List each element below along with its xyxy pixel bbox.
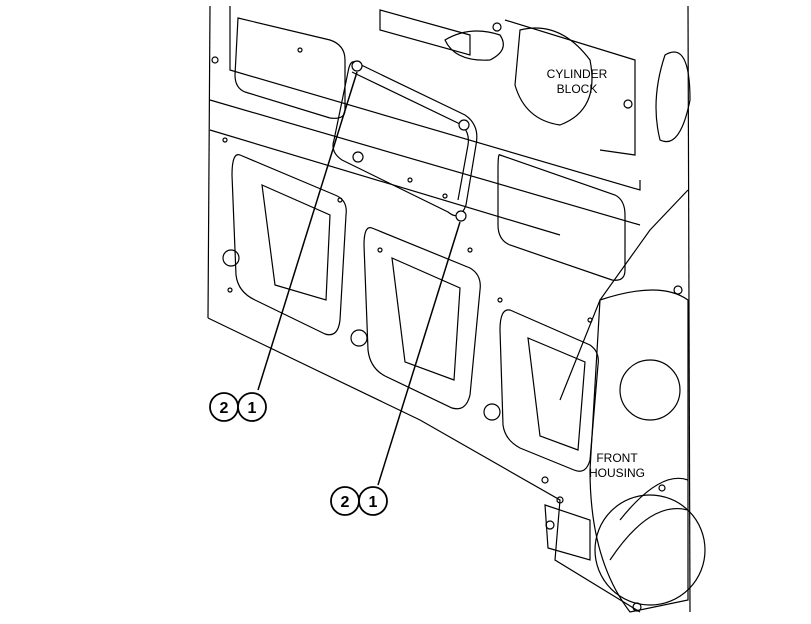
callout-lower: 2 1	[330, 486, 388, 516]
callout-number: 2	[220, 400, 229, 417]
upper-opening-2	[497, 153, 626, 281]
callout-bubble	[237, 392, 267, 422]
callout-number: 1	[248, 400, 257, 417]
block-bottom-edge	[207, 317, 641, 613]
cylinder-block-label-line2: BLOCK	[557, 82, 598, 96]
callout-bubble	[358, 486, 388, 516]
front-housing-label-line1: FRONT	[596, 451, 638, 465]
cylinder-block-label-line1: CYLINDER	[547, 67, 608, 81]
lower-bay-2	[363, 227, 481, 410]
block-left-edge	[207, 5, 211, 319]
cover-plate	[332, 61, 478, 217]
block-top-rail	[229, 6, 641, 191]
leader-line-upper	[257, 71, 358, 391]
cover-bolts	[351, 60, 470, 222]
callout-number: 2	[341, 494, 350, 511]
upper-opening-1	[234, 17, 346, 119]
callout-upper: 2 1	[209, 392, 267, 422]
front-housing-label-line2: HOUSING	[589, 466, 645, 480]
callout-number: 1	[369, 494, 378, 511]
lower-bay-3	[499, 309, 599, 472]
front-housing	[589, 289, 689, 613]
leader-line-lower	[377, 221, 461, 486]
lower-bay-1	[231, 154, 347, 336]
